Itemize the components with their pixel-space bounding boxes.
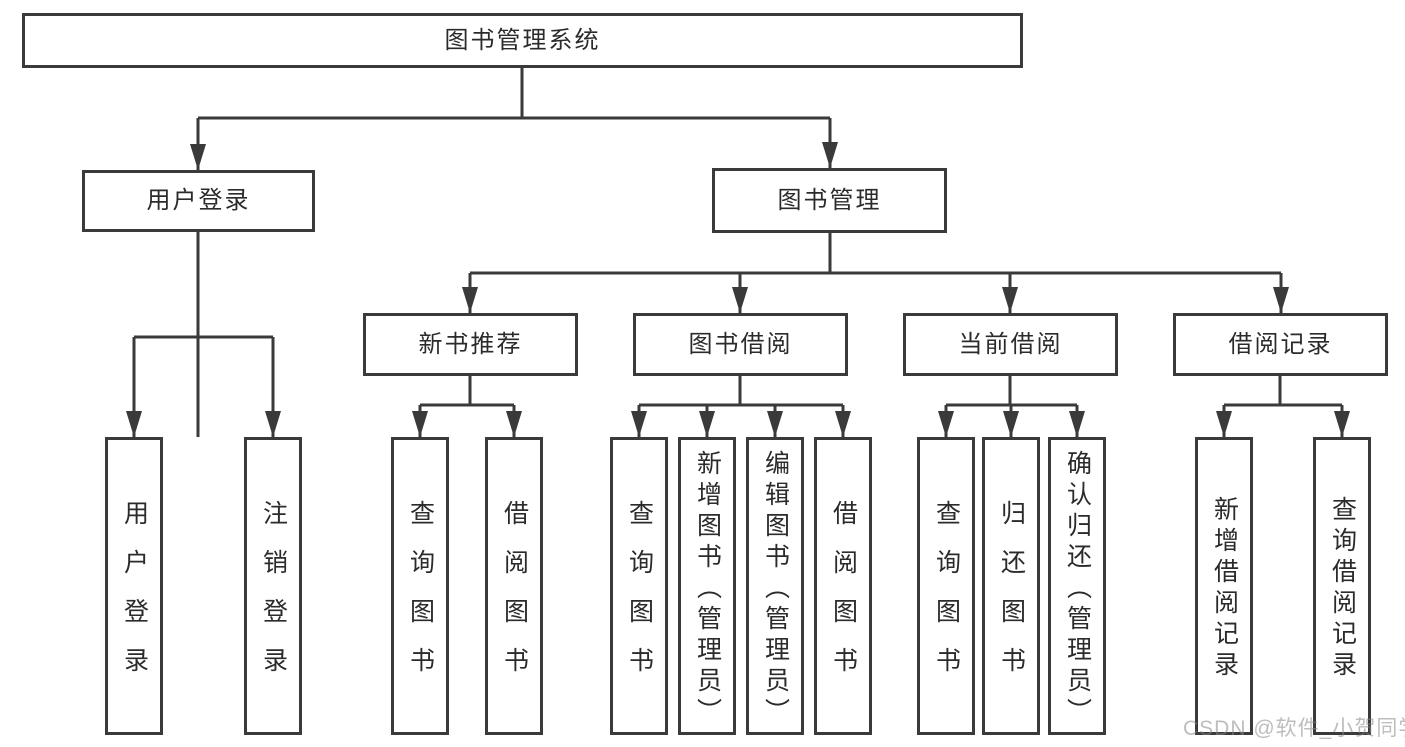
leaf-recommend-query-books-label: 查询图书 (406, 500, 435, 696)
node-library-system-label: 图书管理系统 (444, 26, 601, 54)
leaf-current-confirm-return-admin: 确认归还（管理员） (1048, 437, 1106, 735)
node-user-login-label: 用户登录 (146, 187, 251, 214)
connector-user-login-to-leaves (126, 232, 281, 437)
leaf-user-login-label: 用户登录 (120, 500, 149, 696)
leaf-recommend-borrow-books: 借阅图书 (485, 437, 543, 735)
leaf-borrow-add-books-admin-label: 新增图书（管理员） (693, 449, 722, 729)
leaf-current-query-books: 查询图书 (917, 437, 975, 735)
node-new-book-recommend: 新书推荐 (363, 313, 578, 376)
leaf-current-return-books-label: 归还图书 (997, 500, 1026, 696)
node-current-borrow: 当前借阅 (903, 313, 1118, 376)
leaf-records-add-record: 新增借阅记录 (1195, 437, 1253, 735)
node-new-book-recommend-label: 新书推荐 (418, 330, 523, 358)
node-library-system: 图书管理系统 (22, 13, 1023, 68)
leaf-recommend-borrow-books-label: 借阅图书 (500, 500, 529, 696)
leaf-current-return-books: 归还图书 (982, 437, 1040, 735)
leaf-borrow-edit-books-admin: 编辑图书（管理员） (746, 437, 804, 735)
csdn-watermark: CSDN @软件_小贺同学 (1183, 717, 1405, 740)
node-book-management-label: 图书管理 (777, 186, 882, 214)
leaf-records-query-record-label: 查询借阅记录 (1328, 496, 1357, 682)
node-current-borrow-label: 当前借阅 (958, 330, 1063, 358)
node-borrow-records: 借阅记录 (1173, 313, 1388, 376)
leaf-records-add-record-label: 新增借阅记录 (1210, 496, 1239, 682)
node-book-borrow-label: 图书借阅 (688, 330, 793, 358)
leaf-logout: 注销登录 (244, 437, 302, 735)
connector-borrow-to-leaves (631, 376, 851, 437)
node-book-management: 图书管理 (712, 168, 947, 233)
leaf-borrow-query-books: 查询图书 (610, 437, 668, 735)
connector-book-mgmt-to-level3 (462, 233, 1289, 313)
leaf-current-confirm-return-admin-label: 确认归还（管理员） (1063, 449, 1092, 729)
connector-records-to-leaves (1216, 376, 1350, 437)
leaf-current-query-books-label: 查询图书 (932, 500, 961, 696)
node-book-borrow: 图书借阅 (633, 313, 848, 376)
connector-current-to-leaves (938, 376, 1085, 437)
node-user-login: 用户登录 (82, 170, 315, 232)
leaf-records-query-record: 查询借阅记录 (1313, 437, 1371, 735)
leaf-borrow-add-books-admin: 新增图书（管理员） (678, 437, 736, 735)
leaf-logout-label: 注销登录 (259, 500, 288, 696)
leaf-borrow-query-books-label: 查询图书 (625, 500, 654, 696)
leaf-borrow-borrow-books-label: 借阅图书 (829, 500, 858, 696)
connector-root-to-level2 (190, 68, 838, 437)
connector-recommend-to-leaves (412, 376, 522, 437)
node-borrow-records-label: 借阅记录 (1228, 330, 1333, 358)
leaf-borrow-edit-books-admin-label: 编辑图书（管理员） (761, 449, 790, 729)
leaf-user-login: 用户登录 (105, 437, 163, 735)
leaf-borrow-borrow-books: 借阅图书 (814, 437, 872, 735)
leaf-recommend-query-books: 查询图书 (391, 437, 449, 735)
